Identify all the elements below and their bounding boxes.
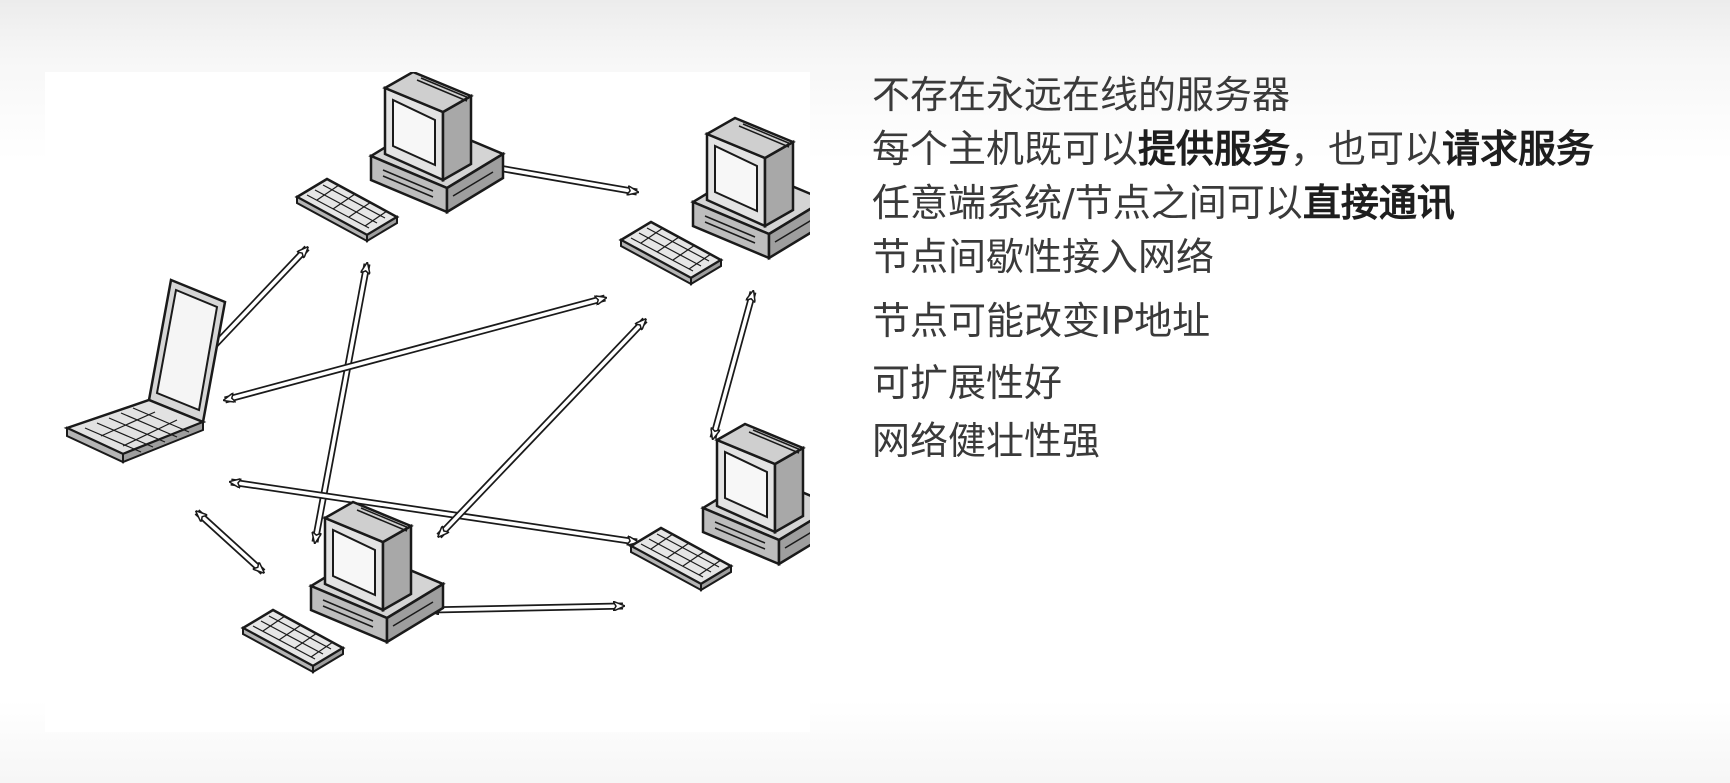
node-pc-bottom bbox=[241, 500, 445, 674]
links-layer bbox=[195, 166, 757, 610]
keyboard-icon bbox=[295, 177, 399, 243]
text-line-3: 任意端系统/节点之间可以直接通讯 bbox=[872, 181, 1455, 225]
keyboard-icon bbox=[241, 608, 345, 674]
laptop-computer-icon bbox=[65, 278, 227, 464]
p2p-network-diagram bbox=[45, 72, 810, 732]
diagram-canvas bbox=[65, 72, 810, 674]
desktop-computer-icon bbox=[701, 422, 810, 566]
desktop-computer-icon bbox=[691, 116, 810, 260]
text-line-7: 网络健壮性强 bbox=[872, 419, 1101, 463]
node-laptop-left bbox=[65, 278, 227, 464]
text-line-6: 可扩展性好 bbox=[872, 361, 1063, 405]
desktop-computer-icon bbox=[309, 500, 445, 644]
text-line-4: 节点间歇性接入网络 bbox=[872, 235, 1215, 279]
node-pc-right-bottom bbox=[629, 422, 810, 592]
text-line-2: 每个主机既可以提供服务，也可以请求服务 bbox=[872, 127, 1595, 171]
text-line-5: 节点可能改变IP地址 bbox=[872, 299, 1211, 343]
node-pc-top bbox=[295, 72, 505, 243]
text-line-1: 不存在永远在线的服务器 bbox=[872, 73, 1291, 117]
desktop-computer-icon bbox=[369, 72, 505, 214]
node-pc-right-top bbox=[619, 116, 810, 286]
